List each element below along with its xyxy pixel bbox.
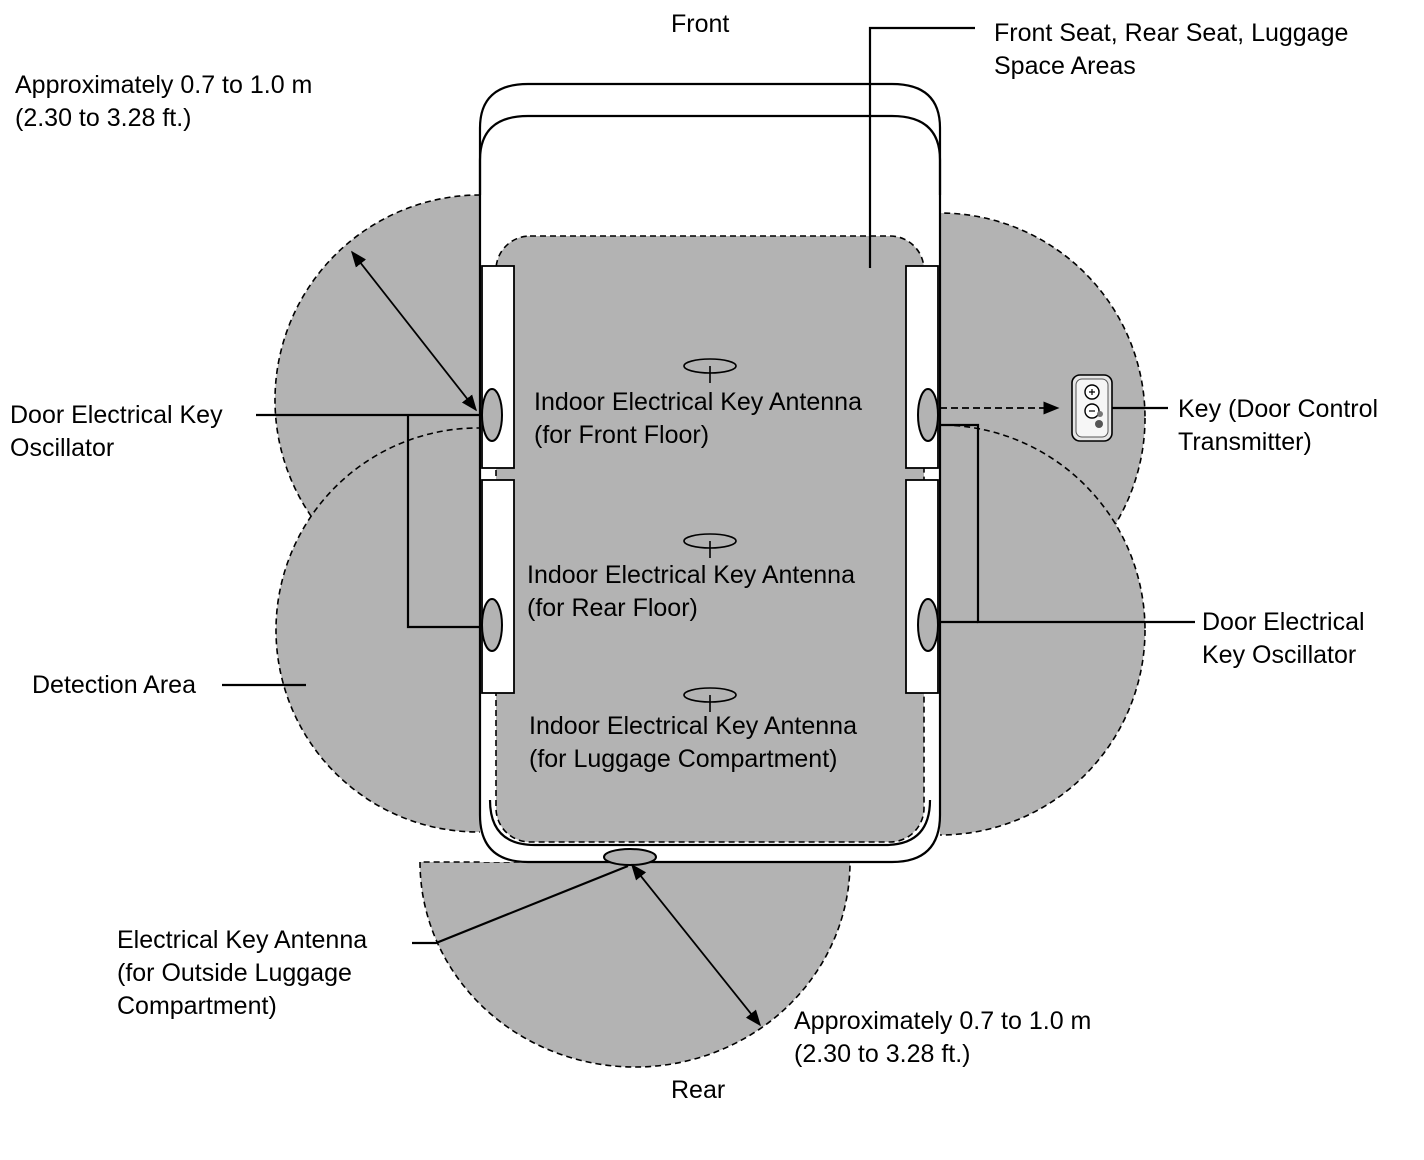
label-antenna-luggage-line: (for Luggage Compartment) [529, 745, 838, 773]
label-front: Front [671, 10, 730, 38]
key-fob-icon [1071, 374, 1113, 442]
label-range-top-line: (2.30 to 3.28 ft.) [15, 104, 192, 132]
label-door-osc-right-line: Key Oscillator [1202, 641, 1357, 669]
leader-antenna-outside [412, 864, 629, 945]
oscillator-icon [481, 598, 503, 652]
oscillator-icon [481, 388, 503, 442]
antenna-loop-icon [683, 687, 737, 712]
oscillator-icon [917, 598, 939, 652]
vehicle-hood-inner [478, 114, 942, 262]
label-range-bottom: Approximately 0.7 to 1.0 m (2.30 to 3.28… [794, 1005, 1091, 1071]
label-range-top-line: Approximately 0.7 to 1.0 m [15, 71, 313, 99]
label-antenna-front-line: (for Front Floor) [534, 421, 710, 449]
label-door-osc-left-line: Oscillator [10, 434, 115, 462]
label-antenna-outside: Electrical Key Antenna (for Outside Lugg… [117, 924, 367, 1023]
label-key: Key (Door Control Transmitter) [1178, 393, 1378, 459]
label-antenna-rear-line: Indoor Electrical Key Antenna [527, 561, 855, 589]
label-antenna-outside-line: Electrical Key Antenna [117, 926, 368, 954]
leader-seat-areas [868, 26, 975, 268]
label-door-osc-left: Door Electrical Key Oscillator [10, 399, 223, 465]
label-key-line: Key (Door Control [1178, 395, 1379, 423]
label-rear: Rear [671, 1076, 726, 1104]
antenna-outside-icon [603, 848, 657, 866]
vehicle-body-inner [488, 799, 932, 847]
label-seat-areas-line: Front Seat, Rear Seat, Luggage [994, 19, 1349, 47]
antenna-loop-icon [683, 358, 737, 383]
label-antenna-rear-line: (for Rear Floor) [527, 594, 698, 622]
door-rear-left [481, 479, 515, 694]
vehicle-body-outer [478, 465, 942, 864]
door-rear-right [905, 479, 939, 694]
label-range-bottom-line: (2.30 to 3.28 ft.) [794, 1040, 971, 1068]
detection-area-rear [419, 861, 851, 1068]
label-antenna-front: Indoor Electrical Key Antenna (for Front… [534, 386, 862, 452]
label-antenna-outside-line: Compartment) [117, 992, 277, 1020]
leader-door-osc-right [940, 423, 1195, 624]
label-range-top: Approximately 0.7 to 1.0 m (2.30 to 3.28… [15, 69, 312, 135]
label-detection-area: Detection Area [32, 671, 196, 699]
dimension-arrow-icon [350, 250, 478, 412]
label-antenna-front-line: Indoor Electrical Key Antenna [534, 388, 862, 416]
oscillator-icon [917, 388, 939, 442]
label-door-osc-right-line: Door Electrical [1202, 608, 1365, 636]
label-door-osc-right: Door Electrical Key Oscillator [1202, 606, 1365, 672]
label-antenna-luggage: Indoor Electrical Key Antenna (for Lugga… [529, 710, 857, 776]
label-seat-areas: Front Seat, Rear Seat, Luggage Space Are… [994, 17, 1348, 83]
label-antenna-luggage-line: Indoor Electrical Key Antenna [529, 712, 857, 740]
label-seat-areas-line: Space Areas [994, 52, 1136, 80]
vehicle-hood-outer [478, 82, 942, 195]
antenna-loop-icon [683, 533, 737, 558]
leader-door-osc-left-rear [406, 415, 480, 629]
dimension-arrow-icon [630, 863, 762, 1027]
label-antenna-rear: Indoor Electrical Key Antenna (for Rear … [527, 559, 855, 625]
label-key-line: Transmitter) [1178, 428, 1312, 456]
label-antenna-outside-line: (for Outside Luggage [117, 959, 352, 987]
label-door-osc-left-line: Door Electrical Key [10, 401, 223, 429]
label-range-bottom-line: Approximately 0.7 to 1.0 m [794, 1007, 1092, 1035]
